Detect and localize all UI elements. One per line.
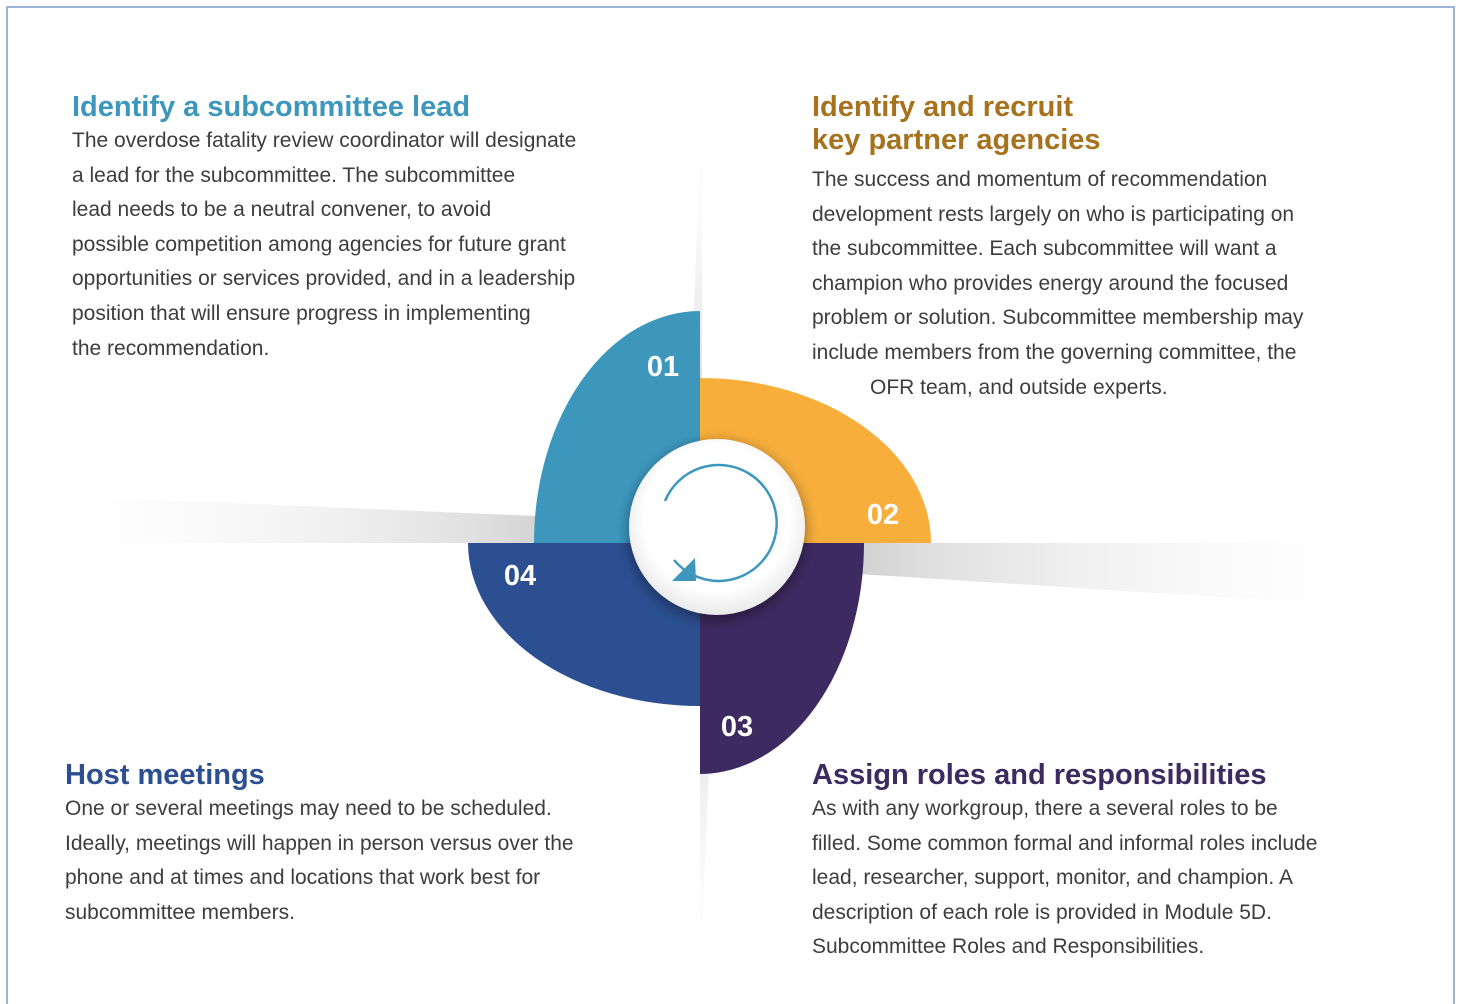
step-01-description: The overdose fatality review coordinator… bbox=[72, 129, 577, 360]
cycle-arrow-icon bbox=[663, 463, 778, 583]
step-01-title: Identify a subcommittee lead bbox=[72, 91, 471, 123]
step-03-description: As with any workgroup, there a several r… bbox=[812, 797, 1318, 959]
diagram-frame: 01 02 03 04 Identify a subcommittee lead… bbox=[6, 6, 1455, 1004]
step-number-02: 02 bbox=[867, 499, 899, 531]
segment-04 bbox=[468, 543, 700, 706]
step-04-title: Host meetings bbox=[65, 759, 265, 791]
step-02-title: Identify and recruit key partner agencie… bbox=[812, 91, 1101, 156]
step-02-description: The success and momentum of recommendati… bbox=[812, 168, 1304, 399]
step-03-title: Assign roles and responsibilities bbox=[812, 759, 1267, 791]
step-number-03: 03 bbox=[721, 711, 753, 743]
step-number-04: 04 bbox=[504, 560, 536, 592]
center-hub bbox=[629, 439, 805, 615]
step-number-01: 01 bbox=[647, 351, 679, 383]
step-01-block: Identify a subcommittee lead The overdos… bbox=[72, 91, 576, 366]
shadow-wedge-right bbox=[702, 543, 1407, 609]
step-04-description: One or several meetings may need to be s… bbox=[65, 797, 574, 924]
step-04-block: Host meetings One or several meetings ma… bbox=[65, 759, 574, 930]
shadow-wedge-left bbox=[16, 494, 702, 543]
cycle-diagram: 01 02 03 04 bbox=[16, 97, 1407, 989]
step-02-block: Identify and recruit key partner agencie… bbox=[812, 91, 1303, 405]
step-03-block: Assign roles and responsibilities As wit… bbox=[812, 759, 1317, 965]
